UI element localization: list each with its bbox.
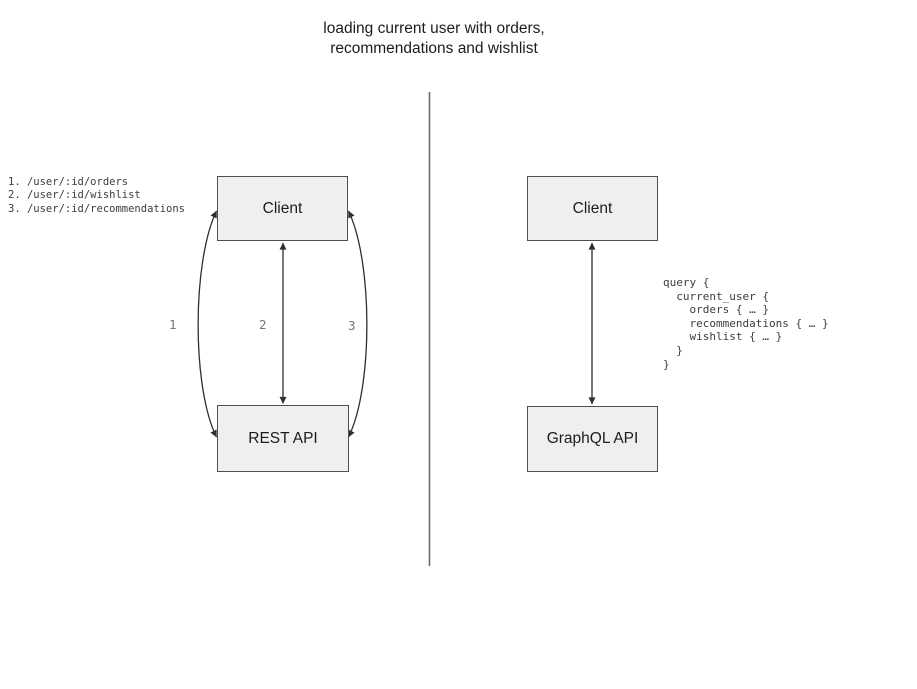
graphql-api-label: GraphQL API	[546, 430, 639, 447]
graphql-client-node: Client	[527, 176, 658, 241]
rest-arrow-3-recommendations	[347, 210, 368, 438]
rest-arrow-1-orders	[197, 210, 218, 438]
graphql-api-node: GraphQL API	[527, 406, 658, 472]
rest-api-label: REST API	[248, 429, 318, 447]
graphql-query-code: query { current_user { orders { … } reco…	[663, 276, 829, 371]
arrow-label-2: 2	[259, 317, 267, 332]
arrow-label-1: 1	[169, 317, 177, 332]
rest-api-node: REST API	[217, 405, 349, 472]
graphql-client-label: Client	[572, 199, 613, 217]
diagram-title: loading current user with orders, recomm…	[323, 20, 545, 57]
arrow-label-3: 3	[348, 318, 356, 333]
rest-client-node: Client	[217, 176, 348, 241]
rest-client-label: Client	[262, 199, 303, 217]
rest-endpoints-list: 1. /user/:id/orders 2. /user/:id/wishlis…	[8, 176, 186, 215]
